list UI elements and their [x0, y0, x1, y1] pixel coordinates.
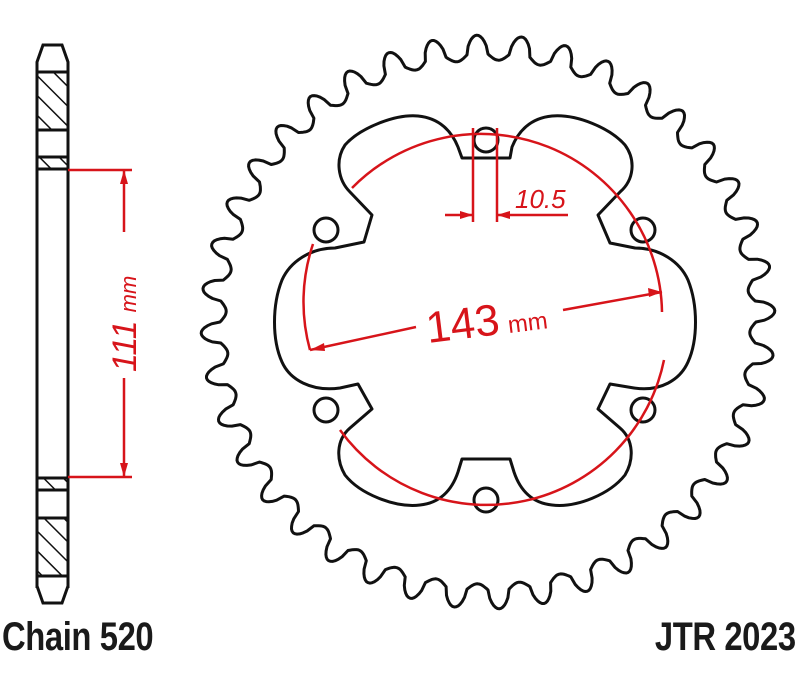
bolt-hole-dimension — [445, 128, 568, 222]
bolt-hole-upper-right — [629, 216, 657, 244]
bolt-hole-lower-left — [312, 396, 340, 424]
bore-dimension — [68, 168, 132, 479]
sprocket-outline — [199, 33, 777, 611]
part-number-label: JTR 2023 — [655, 615, 796, 659]
pcd-dimension — [302, 132, 666, 507]
side-profile-view — [35, 43, 70, 605]
bolt-hole-top — [472, 126, 500, 154]
bolt-hole-upper-left — [312, 216, 340, 244]
bore-dimension-label: 111mm — [106, 276, 144, 372]
bolt-hole-bottom — [472, 486, 500, 514]
chain-label: Chain 520 — [2, 615, 154, 659]
bolt-hole-lower-right — [629, 396, 657, 424]
bolt-hole-dimension-label: 10.5 — [515, 184, 566, 214]
